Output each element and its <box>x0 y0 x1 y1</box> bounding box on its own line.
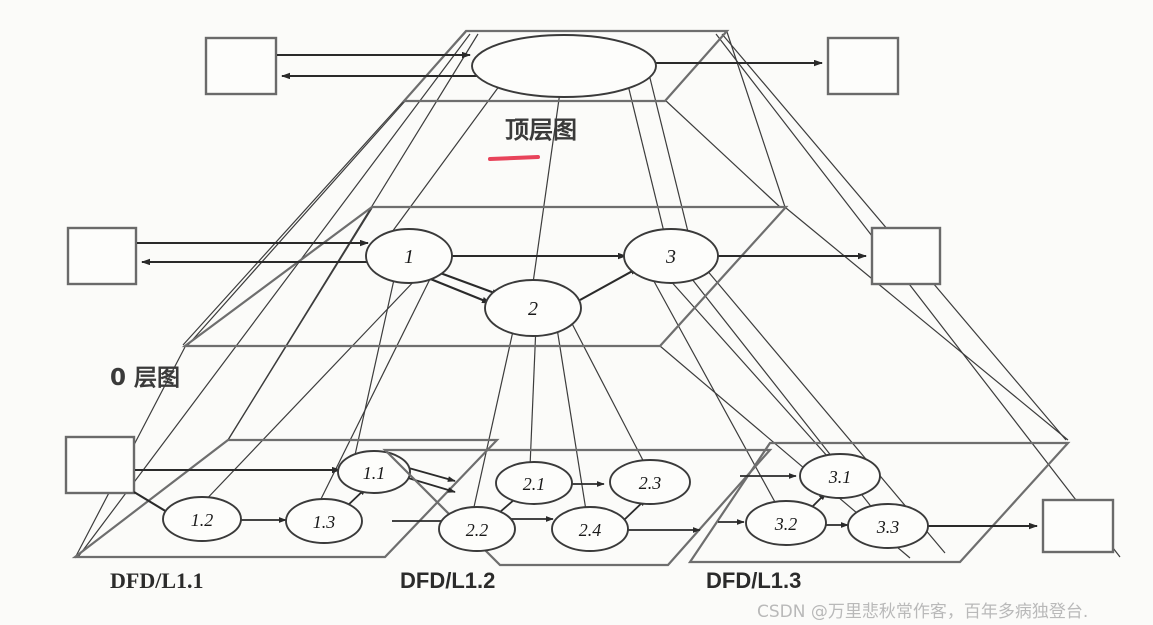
external-entity-box[interactable] <box>826 36 900 96</box>
process-node-top[interactable] <box>471 34 657 98</box>
plane-parallelogram-l13 <box>687 441 1071 564</box>
dfd-l11-label: DFD/L1.1 <box>110 568 204 593</box>
process-node-2[interactable] <box>484 279 582 337</box>
dfd-l12-label: DFD/L1.2 <box>400 568 495 593</box>
level0-entities <box>66 226 942 286</box>
projection-line <box>354 274 396 456</box>
dfd-l13-processes: 3.1 3.2 3.3 <box>745 453 929 549</box>
process-node-1-1[interactable] <box>337 450 411 494</box>
process-node-2-2[interactable] <box>438 506 516 552</box>
projection-line <box>227 207 373 441</box>
external-entity-box[interactable] <box>204 36 278 96</box>
level0-processes: 1 2 3 <box>365 228 719 337</box>
dfd-l11-plane <box>71 438 500 559</box>
process-node-label: 2.3 <box>639 473 662 493</box>
projection-line <box>391 84 501 233</box>
projection-line <box>529 324 537 468</box>
projection-line <box>555 321 589 524</box>
projection-line <box>199 276 419 507</box>
process-node-label: 1.2 <box>191 510 214 530</box>
process-node-1-2[interactable] <box>162 496 242 542</box>
top-diagram-label: 顶层图 <box>505 116 577 144</box>
plane-parallelogram-l11 <box>71 438 500 559</box>
process-node-label: 1.1 <box>363 463 386 483</box>
process-node-2-4[interactable] <box>551 506 629 552</box>
dfd-l13-label: DFD/L1.3 <box>706 568 801 593</box>
dfd-l13-plane <box>687 441 1071 564</box>
projection-line <box>664 99 781 208</box>
watermark-label: CSDN @万里悲秋常作客，百年多病独登台. <box>757 602 1088 622</box>
plane-parallelogram-top <box>401 29 730 103</box>
flow-arrow <box>427 277 491 304</box>
top-level-entities <box>204 36 900 96</box>
external-entity-box[interactable] <box>870 226 942 286</box>
plane-parallelogram-level0 <box>181 205 789 348</box>
process-node-2-1[interactable] <box>495 461 573 505</box>
projection-line <box>532 91 561 284</box>
projection-line <box>785 207 1069 441</box>
process-node-label: 3.1 <box>828 467 852 487</box>
level0-plane <box>181 205 789 348</box>
process-node-label: 3.2 <box>774 514 798 534</box>
process-node-1-3[interactable] <box>285 498 363 544</box>
projection-line <box>715 33 1121 558</box>
projection-line <box>627 84 665 233</box>
projection-lines-group <box>74 31 1121 559</box>
top-level-plane <box>401 29 730 103</box>
flow-arrow <box>579 267 639 301</box>
external-entity-box[interactable] <box>66 226 138 286</box>
flow-arrow <box>431 269 501 296</box>
process-node-label: 3 <box>665 246 676 268</box>
red-underline <box>488 155 540 161</box>
process-node-label: 2.4 <box>579 520 602 540</box>
external-entity-box[interactable] <box>1041 498 1115 554</box>
process-node-3[interactable] <box>623 228 719 284</box>
projection-line <box>187 99 407 346</box>
process-node-label: 1 <box>404 246 414 268</box>
process-node-label: 1.3 <box>313 512 336 532</box>
process-node-label: 2.2 <box>466 520 489 540</box>
projection-line <box>317 274 433 506</box>
level0-diagram-label: 0 层图 <box>110 365 180 391</box>
projection-line <box>565 311 649 471</box>
projection-line <box>699 261 946 554</box>
process-node-2-3[interactable] <box>609 459 691 505</box>
process-node-3-3[interactable] <box>847 503 929 549</box>
process-node-label: 3.3 <box>876 517 900 537</box>
dfd-l12-processes: 2.1 2.2 2.3 2.4 <box>438 459 691 552</box>
projection-line <box>647 69 693 249</box>
external-entity-box[interactable] <box>64 435 136 495</box>
process-node-label: 2.1 <box>523 474 546 494</box>
process-node-label: 2 <box>528 298 538 320</box>
process-node-1[interactable] <box>365 228 453 284</box>
projection-line <box>726 31 786 208</box>
dfd-l11-processes: 1.1 1.2 1.3 <box>162 450 411 544</box>
level0-flows <box>137 239 867 304</box>
process-node-3-1[interactable] <box>799 453 881 499</box>
projection-line <box>469 321 516 526</box>
process-node-3-2[interactable] <box>745 500 827 546</box>
projection-line <box>649 273 788 525</box>
